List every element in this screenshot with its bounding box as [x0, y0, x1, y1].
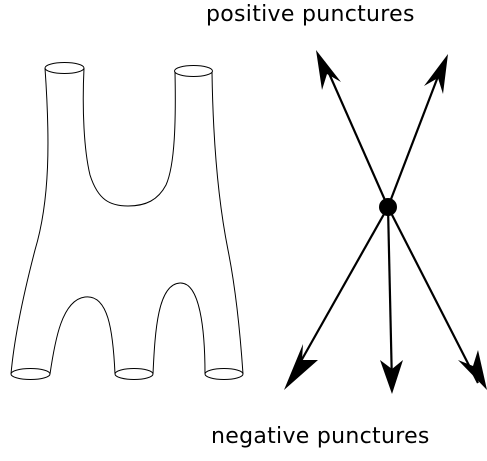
bottom-right-puncture-ellipse — [204, 368, 244, 380]
bottom-left-puncture-ellipse — [10, 368, 51, 380]
top-left-puncture-ellipse — [44, 62, 85, 74]
cobordism-surface — [10, 62, 244, 380]
surface-upper-saddle — [82, 67, 176, 207]
puncture-graph-arrows — [284, 50, 487, 394]
surface-lower-left-hump — [49, 296, 116, 375]
surface-left-edge — [10, 67, 49, 375]
arrowhead-top-right — [424, 54, 448, 94]
arrowhead-bottom-middle — [380, 360, 403, 394]
arrowhead-top-left — [316, 50, 341, 90]
surface-lower-right-hump — [152, 282, 206, 375]
surface-right-edge — [211, 71, 244, 375]
edge-to-bottom-middle — [386, 206, 394, 386]
edge-to-bottom-left — [291, 206, 389, 378]
graph-vertex — [379, 198, 397, 216]
negative-punctures-label: negative punctures — [211, 424, 430, 449]
arrowhead-bottom-left — [284, 344, 318, 390]
edge-to-bottom-right — [387, 206, 479, 384]
arrowhead-bottom-right — [458, 350, 487, 390]
positive-punctures-label: positive punctures — [206, 2, 415, 27]
edge-to-top-left — [322, 61, 390, 208]
bottom-middle-puncture-ellipse — [114, 368, 154, 380]
top-right-puncture-ellipse — [174, 65, 213, 77]
puncture-graph — [291, 61, 479, 386]
edge-to-top-right — [386, 65, 444, 208]
